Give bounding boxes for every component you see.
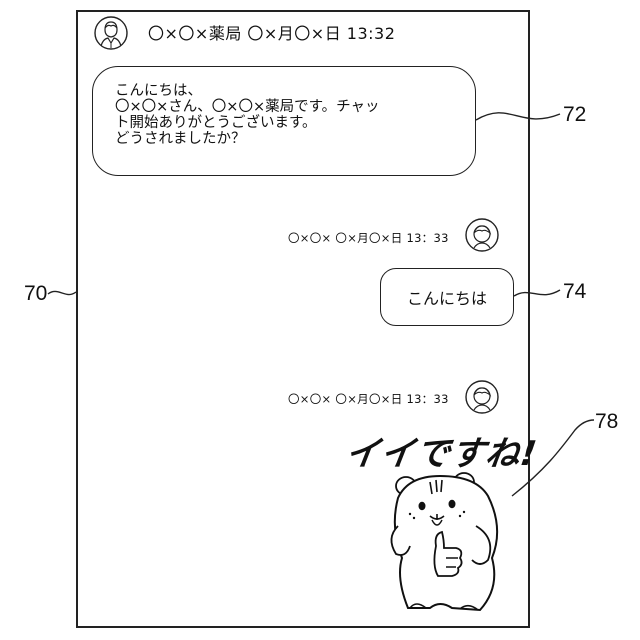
reference-numeral-74: 74 xyxy=(563,280,586,304)
reference-numeral-78: 78 xyxy=(595,410,618,434)
reference-numeral-70: 70 xyxy=(24,282,47,306)
reference-numeral-72: 72 xyxy=(563,103,586,127)
